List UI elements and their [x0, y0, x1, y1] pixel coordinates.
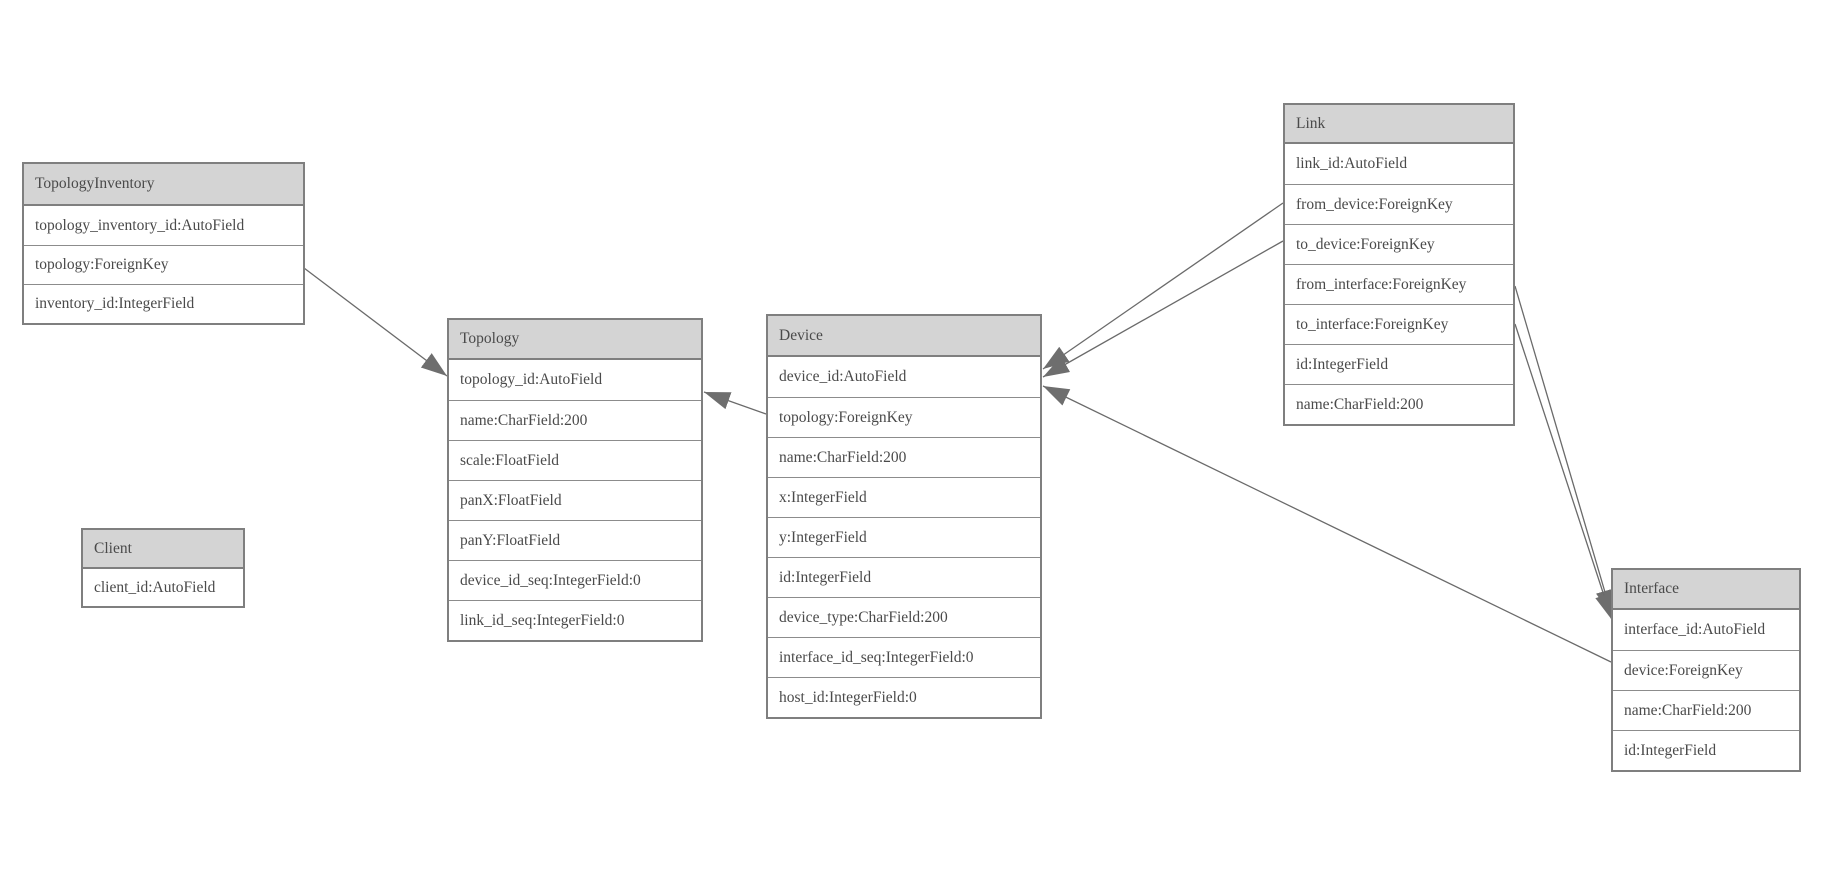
- edge-interface-device: [1042, 385, 1612, 663]
- entity-topologyinventory: TopologyInventory topology_inventory_id:…: [22, 162, 305, 325]
- field-row: scale:FloatField: [449, 440, 701, 480]
- edge-link-fromdevice-device: [1042, 202, 1284, 370]
- entity-header-interface: Interface: [1613, 570, 1799, 610]
- entity-link: Link link_id:AutoField from_device:Foreig…: [1283, 103, 1515, 426]
- field-row: link_id:AutoField: [1296, 155, 1408, 172]
- field-row: client_id:AutoField: [94, 578, 216, 596]
- field-row: panY:FloatField: [449, 520, 701, 560]
- field-row: host_id:IntegerField:0: [768, 677, 1040, 717]
- field-row: y:IntegerField: [768, 517, 1040, 557]
- field-row: name:CharField:200: [449, 400, 701, 440]
- field-row: device_id_seq:IntegerField:0: [449, 560, 701, 600]
- entity-header-device: Device: [768, 316, 1040, 357]
- field-row: panX:FloatField: [449, 480, 701, 520]
- edge-topologyinventory-topology: [303, 267, 448, 377]
- entity-fields-topologyinventory: topology_inventory_id:AutoField topology:…: [24, 206, 303, 323]
- edge-link-todevice-device: [1042, 240, 1284, 378]
- field-row: inventory_id:IntegerField: [24, 284, 303, 323]
- edge-device-topology: [703, 391, 767, 415]
- entity-fields-client: client_id:AutoField: [83, 569, 243, 606]
- field-row: id:IntegerField: [1613, 730, 1799, 770]
- entity-client: Client client_id:AutoField: [81, 528, 245, 608]
- field-row: from_device:ForeignKey: [1285, 184, 1513, 224]
- field-row: to_device:ForeignKey: [1285, 224, 1513, 264]
- field-row: id:IntegerField: [768, 557, 1040, 597]
- field-row: from_interface:ForeignKey: [1285, 264, 1513, 304]
- entity-topology: Topology topology_id:AutoField name:CharF…: [447, 318, 703, 642]
- field-row: topology:ForeignKey: [768, 397, 1040, 437]
- field-row: name:CharField:200: [1285, 384, 1513, 424]
- field-row: topology_inventory_id:AutoField: [35, 216, 245, 234]
- edge-link-tointerface-interface: [1514, 323, 1613, 621]
- entity-header-topology: Topology: [449, 320, 701, 360]
- entity-header-topologyinventory: TopologyInventory: [24, 164, 303, 206]
- field-row: topology:ForeignKey: [24, 245, 303, 284]
- entity-header-client: Client: [83, 530, 243, 569]
- field-row: device_type:CharField:200: [768, 597, 1040, 637]
- field-row: topology_id:AutoField: [460, 371, 603, 388]
- entity-device: Device device_id:AutoField topology:Forei…: [766, 314, 1042, 719]
- field-row: interface_id:AutoField: [1624, 621, 1766, 638]
- field-row: interface_id_seq:IntegerField:0: [768, 637, 1040, 677]
- field-row: name:CharField:200: [768, 437, 1040, 477]
- entity-header-link: Link: [1285, 105, 1513, 144]
- field-row: name:CharField:200: [1613, 690, 1799, 730]
- edge-link-frominterface-interface: [1514, 285, 1614, 617]
- field-row: device:ForeignKey: [1613, 650, 1799, 690]
- field-row: x:IntegerField: [768, 477, 1040, 517]
- entity-interface: Interface interface_id:AutoField device:F…: [1611, 568, 1801, 772]
- field-row: device_id:AutoField: [779, 368, 907, 385]
- field-row: id:IntegerField: [1285, 344, 1513, 384]
- field-row: to_interface:ForeignKey: [1285, 304, 1513, 344]
- field-row: link_id_seq:IntegerField:0: [449, 600, 701, 640]
